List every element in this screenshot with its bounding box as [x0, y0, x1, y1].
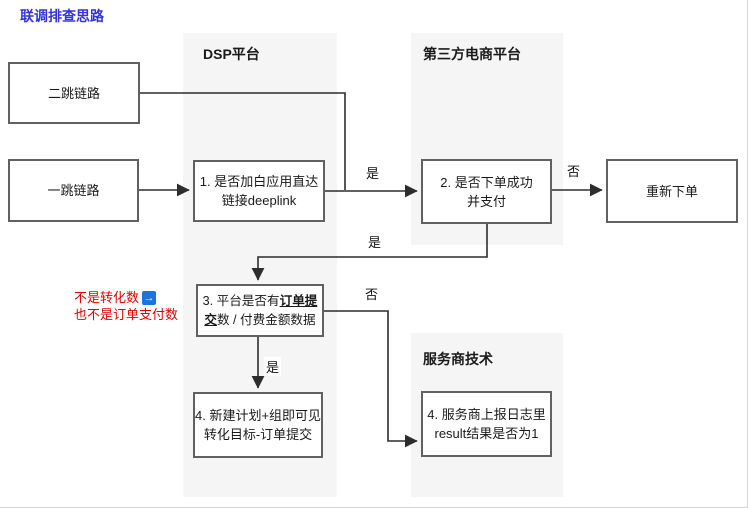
node-reorder[interactable]: 重新下单 — [606, 159, 738, 223]
node-first-hop-link[interactable]: 一跳链路 — [8, 159, 139, 222]
node-text: 3. 平台是否有订单提 — [203, 292, 318, 311]
edge-label-yes: 是 — [366, 232, 384, 251]
node-step4-vendor-log-result[interactable]: 4. 服务商上报日志里 result结果是否为1 — [421, 391, 552, 457]
edge-label-no: 否 — [565, 161, 583, 180]
node-text: 转化目标-订单提交 — [203, 427, 313, 442]
node-second-hop-link[interactable]: 二跳链路 — [8, 62, 140, 124]
node-text: 4. 新建计划+组即可见 — [194, 408, 322, 423]
node-text: 交数 / 付费金额数据 — [204, 311, 315, 330]
node-text: result结果是否为1 — [434, 426, 539, 441]
node-text-plain: 数 / 付费金额数据 — [216, 312, 316, 327]
node-step4-new-campaign[interactable]: 4. 新建计划+组即可见 转化目标-订单提交 — [193, 392, 323, 458]
node-text: 二跳链路 — [47, 85, 100, 101]
link-arrow-icon[interactable]: → — [142, 290, 157, 305]
edge-label-no: 否 — [363, 284, 381, 303]
annotation-line: 也不是订单支付数 — [74, 306, 178, 323]
annotation-note: 不是转化数 → 也不是订单支付数 — [74, 289, 178, 323]
annotation-text: 不是转化数 — [74, 290, 140, 305]
node-text: 4. 服务商上报日志里 — [427, 407, 546, 422]
lane-title-ecommerce: 第三方电商平台 — [423, 46, 521, 62]
annotation-line: 不是转化数 → — [74, 289, 178, 306]
edge-label-yes: 是 — [264, 357, 282, 376]
node-text-plain: 3. 平台是否有 — [202, 293, 280, 308]
node-text: 2. 是否下单成功 — [440, 174, 533, 190]
node-text-emphasis: 交 — [204, 312, 217, 327]
annotation-text: 也不是订单支付数 — [74, 307, 179, 322]
node-step3-order-submit-data[interactable]: 3. 平台是否有订单提 交数 / 付费金额数据 — [196, 284, 324, 337]
node-step2-order-paid[interactable]: 2. 是否下单成功 并支付 — [421, 159, 552, 224]
page-title: 联调排查思路 — [20, 8, 104, 24]
node-text: 1. 是否加白应用直达 — [199, 174, 319, 189]
node-text: 链接deeplink — [221, 193, 297, 208]
lane-title-vendor: 服务商技术 — [423, 351, 493, 367]
node-text: 重新下单 — [645, 183, 698, 199]
edge-label-yes: 是 — [364, 163, 382, 182]
node-step1-whitelist-deeplink[interactable]: 1. 是否加白应用直达 链接deeplink — [193, 160, 325, 222]
node-text: 一跳链路 — [47, 183, 100, 198]
node-text-emphasis: 订单提 — [279, 293, 318, 308]
node-text: 并支付 — [466, 193, 506, 209]
connector-step3-to-step4-vendor — [324, 310, 418, 448]
lane-title-dsp: DSP平台 — [203, 46, 260, 62]
